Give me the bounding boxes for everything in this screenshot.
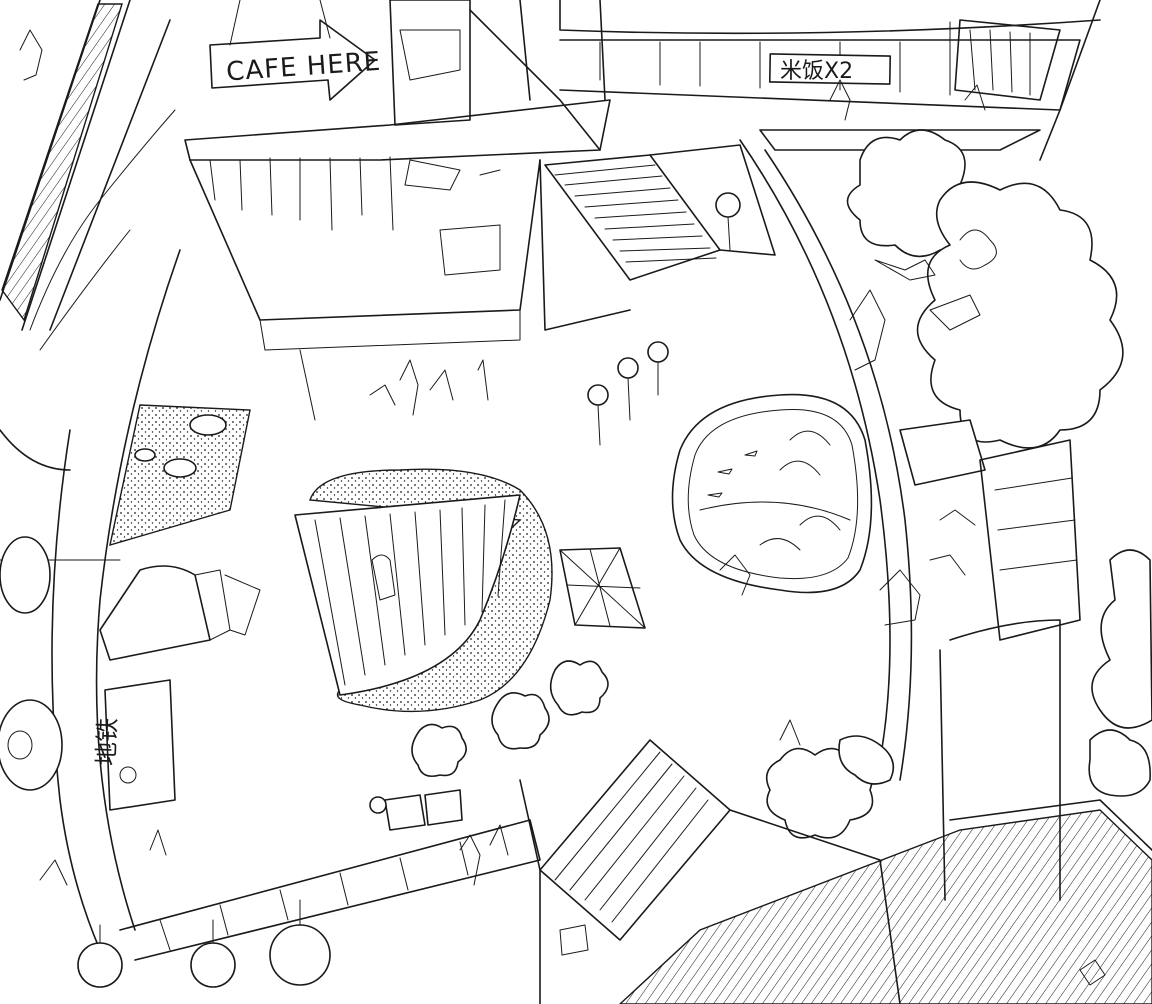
bottom-left-railing bbox=[119, 819, 541, 961]
vertical-sign-label: 地铁 bbox=[92, 717, 122, 766]
piano-area bbox=[99, 404, 261, 661]
central-staircase bbox=[294, 468, 553, 713]
birds bbox=[874, 259, 1106, 986]
bottom-right-stairs bbox=[618, 799, 1152, 1004]
vertical-sign: 地铁 bbox=[92, 679, 176, 811]
fish-pond bbox=[671, 393, 873, 594]
cafe-here-sign: CAFE HERE bbox=[209, 0, 382, 101]
bushes bbox=[411, 660, 895, 839]
cafe-balcony bbox=[184, 0, 611, 421]
rice-sign: 米饭X2 bbox=[780, 59, 853, 84]
hanging-lamps bbox=[0, 536, 331, 988]
top-storefronts: 米饭X2 bbox=[559, 0, 1101, 161]
left-escalator bbox=[0, 0, 176, 351]
lamp-posts bbox=[587, 192, 741, 446]
market-stall bbox=[899, 419, 1081, 641]
bottom-tables bbox=[369, 789, 589, 956]
people bbox=[19, 29, 986, 886]
square-canopy bbox=[559, 547, 646, 629]
right-trees bbox=[846, 129, 1152, 797]
upper-stairs bbox=[539, 144, 776, 331]
right-rim bbox=[739, 129, 1061, 901]
